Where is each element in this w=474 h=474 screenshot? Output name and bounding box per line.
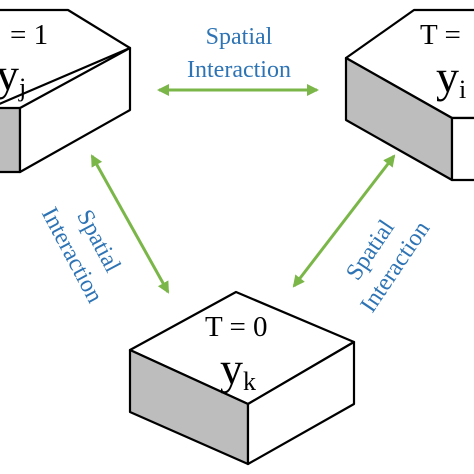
arrow-left-j-k [90, 154, 170, 294]
node-j-box: = 1 yj [0, 8, 132, 174]
node-j-variable-label: yj [0, 49, 26, 102]
edge-top-label: Spatial Interaction [187, 24, 291, 83]
arrow-right-i-k [292, 154, 396, 288]
node-j-right-face [18, 46, 132, 174]
node-j-time-label: = 1 [10, 19, 48, 51]
node-k-variable-label: yk [220, 343, 256, 396]
node-k-time-label: T = 0 [205, 311, 268, 343]
node-i-box: T = yi [344, 8, 474, 182]
node-i-right-face [450, 116, 474, 182]
edge-top-label-line2: Interaction [187, 57, 291, 83]
edge-top-label-line1: Spatial [206, 24, 273, 50]
node-i-variable-label: yi [436, 51, 466, 104]
node-k-box: T = 0 yk [128, 290, 356, 466]
node-i-time-label: T = [420, 19, 461, 51]
node-j-left-face [0, 106, 22, 174]
node-k-right-face [246, 340, 356, 466]
